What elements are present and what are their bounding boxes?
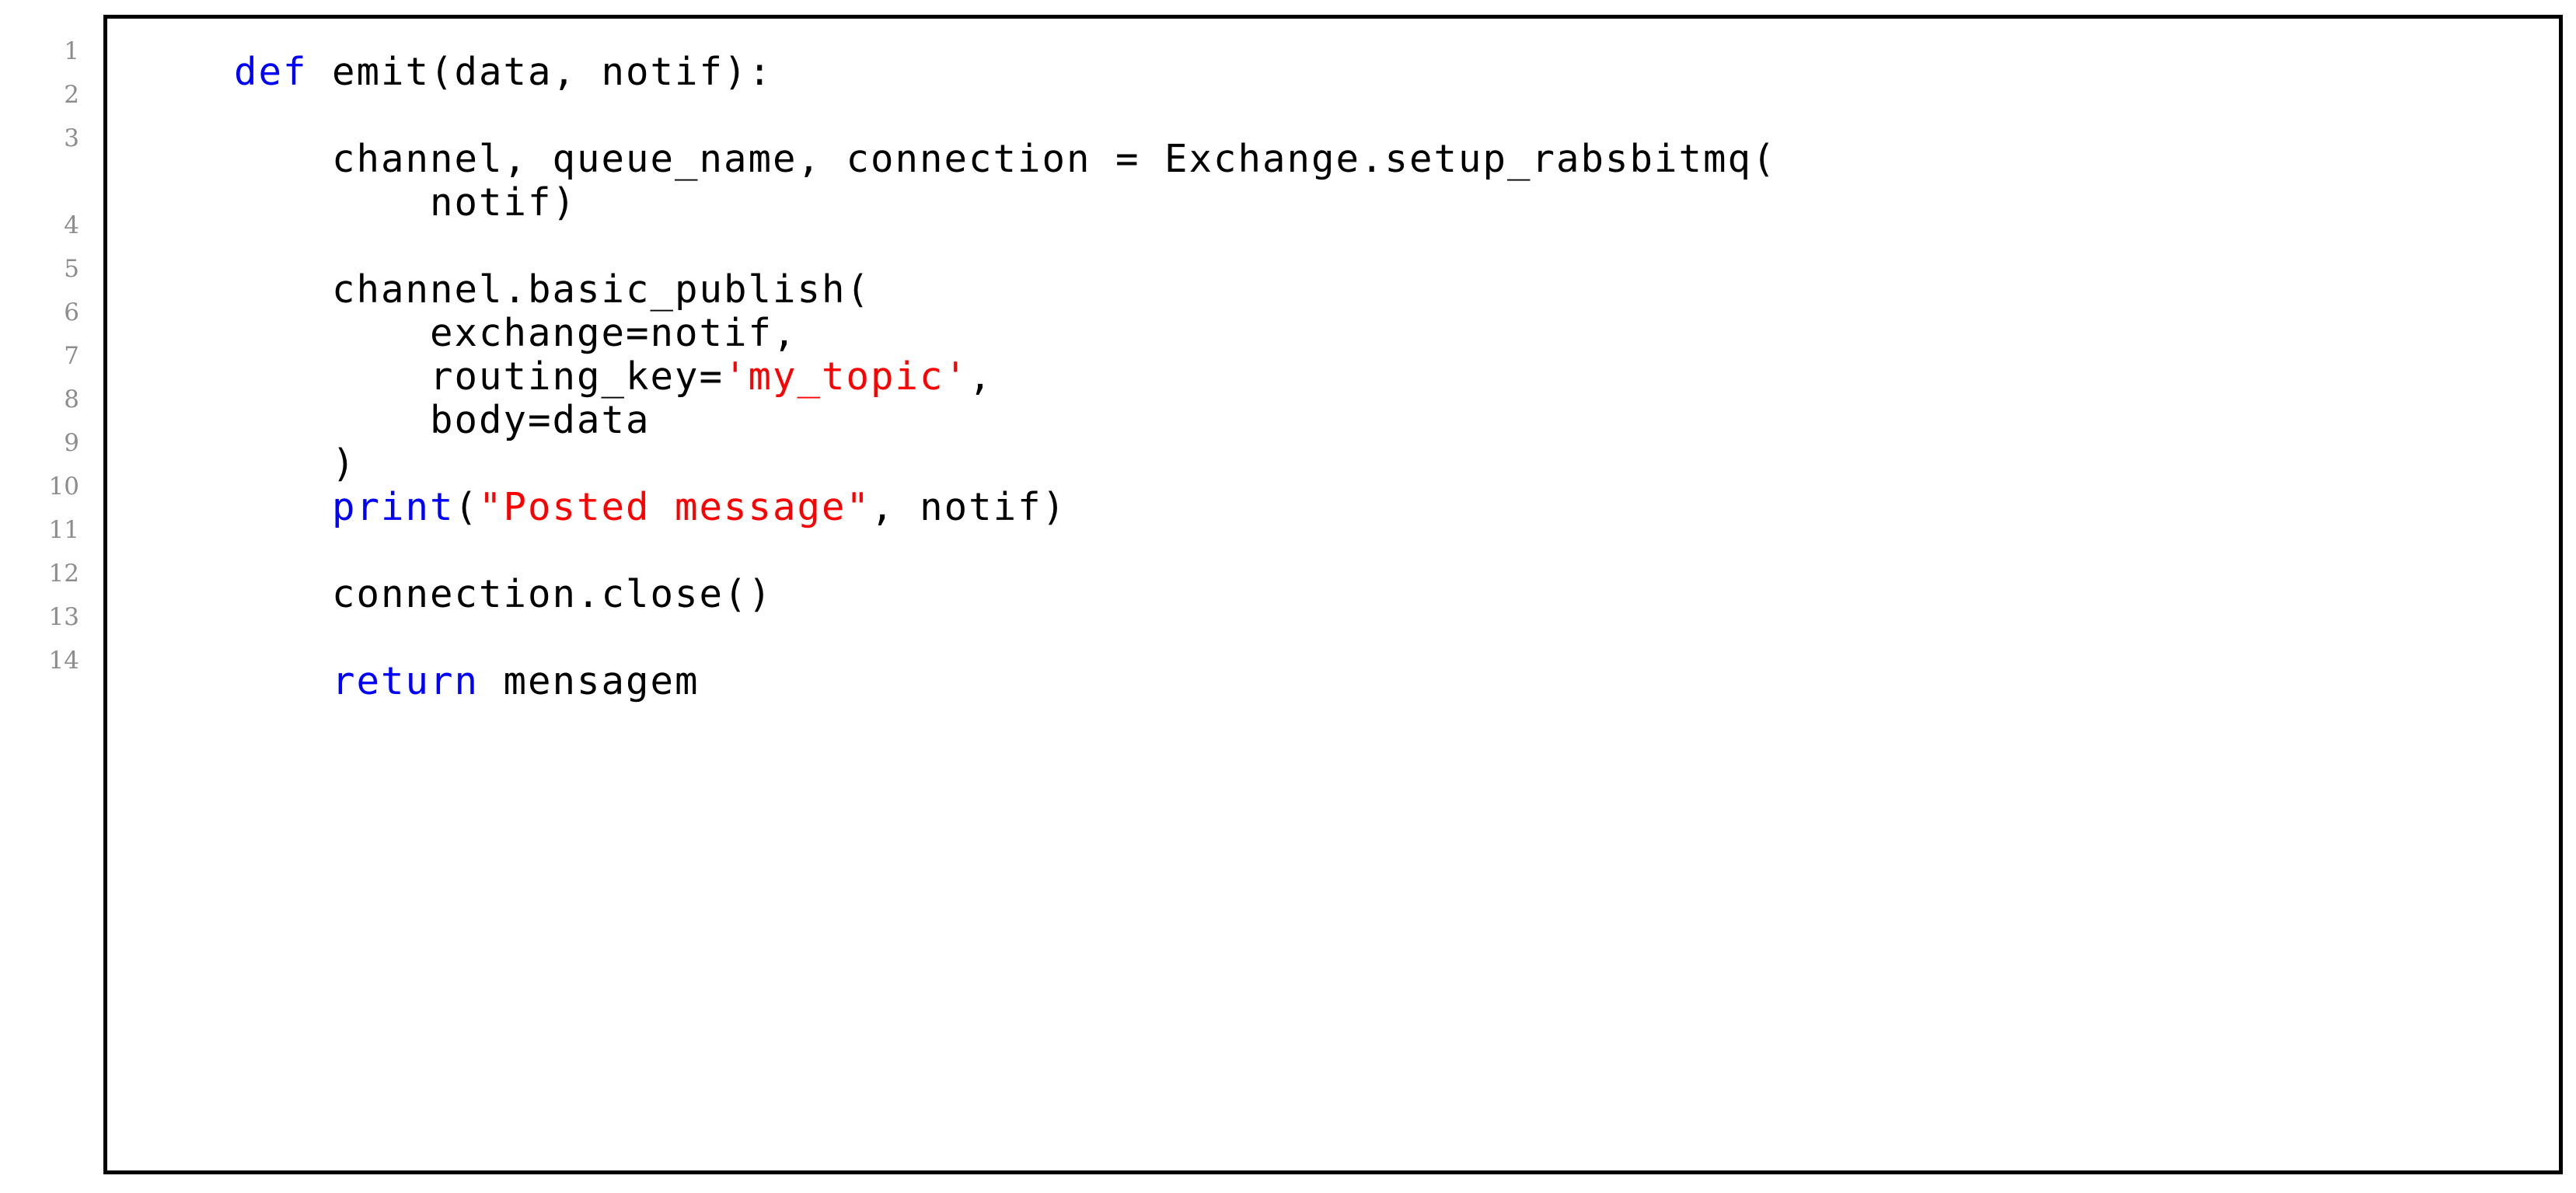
code-token-plain: , notif): [871, 485, 1067, 529]
line-number: 1: [64, 37, 79, 65]
line-number: 6: [64, 298, 79, 326]
code-line: connection.close(): [234, 573, 773, 616]
code-line: print("Posted message", notif): [234, 486, 1066, 529]
code-line: ): [234, 442, 357, 486]
line-number: 2: [64, 81, 79, 109]
line-number: 9: [64, 429, 79, 457]
code-area[interactable]: def emit(data, notif): channel, queue_na…: [234, 33, 2576, 1193]
line-number: 4: [64, 211, 79, 239]
code-token-plain: channel, queue_name, connection = Exchan…: [234, 137, 1777, 181]
line-number: 14: [48, 647, 79, 675]
code-token-plain: channel.basic_publish(: [234, 267, 871, 312]
code-token-plain: (: [454, 485, 480, 529]
code-token-plain: mensagem: [479, 659, 700, 703]
line-number: 8: [64, 385, 79, 413]
code-token-keyword: print: [332, 485, 455, 529]
code-line: channel.basic_publish(: [234, 268, 871, 312]
code-token-plain: body=data: [234, 398, 651, 442]
code-token-plain: connection.close(): [234, 572, 773, 616]
code-line: return mensagem: [234, 660, 700, 703]
code-token-keyword: return: [332, 659, 480, 703]
code-token-plain: ,: [969, 354, 993, 399]
code-token-plain: notif): [234, 180, 578, 225]
code-token-plain: routing_key=: [234, 354, 724, 399]
line-number: 7: [64, 342, 79, 370]
code-token-plain: emit(data, notif):: [307, 50, 773, 94]
code-token-plain: [234, 485, 332, 529]
code-line: exchange=notif,: [234, 312, 798, 355]
code-line: routing_key='my_topic',: [234, 355, 993, 399]
code-token-plain: ): [234, 441, 357, 486]
line-number: 12: [48, 560, 79, 588]
line-number: 10: [48, 473, 79, 501]
line-number: 5: [64, 255, 79, 283]
code-token-string: "Posted message": [479, 485, 871, 529]
line-number: 11: [48, 516, 79, 544]
line-number: 13: [48, 603, 79, 631]
code-line: notif): [234, 181, 577, 225]
code-line: body=data: [234, 399, 651, 442]
code-token-keyword: def: [234, 50, 308, 94]
code-token-plain: exchange=notif,: [234, 311, 798, 355]
line-number: 3: [64, 124, 79, 152]
code-token-string: 'my_topic': [724, 354, 969, 399]
code-frame: def emit(data, notif): channel, queue_na…: [103, 15, 2563, 1174]
code-token-plain: [234, 659, 332, 703]
code-line: channel, queue_name, connection = Exchan…: [234, 138, 1777, 181]
code-line: def emit(data, notif):: [234, 51, 773, 94]
